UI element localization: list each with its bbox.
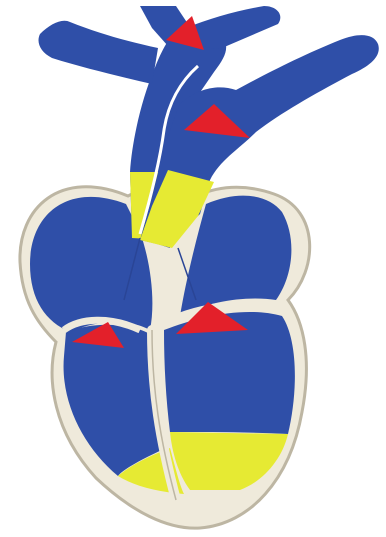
heart-flow-diagram [0,0,386,537]
